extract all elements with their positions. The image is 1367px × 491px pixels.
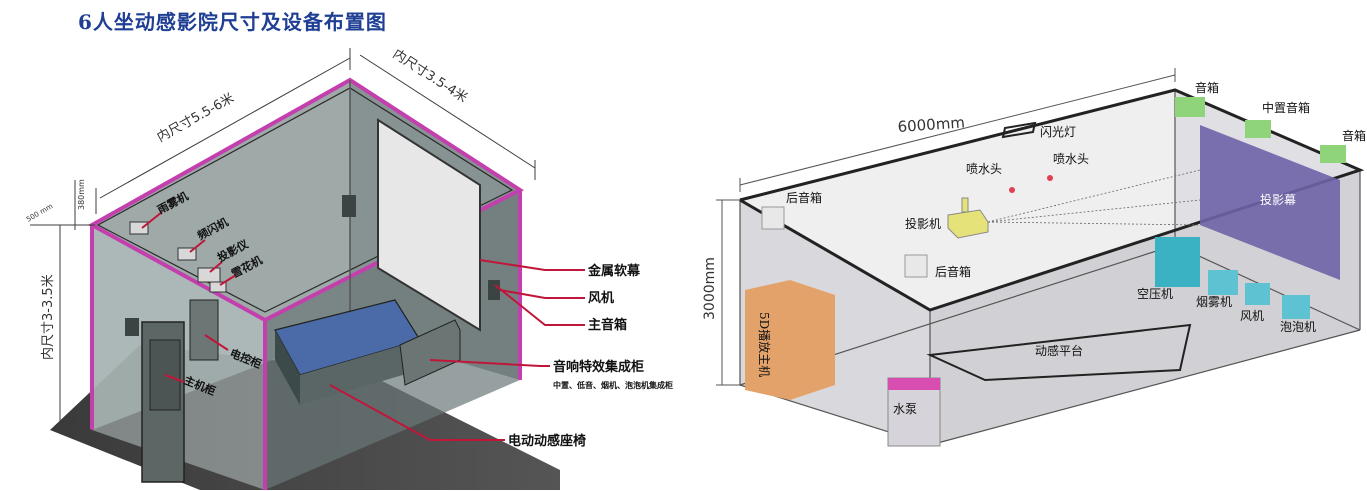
dim-line-length [99, 57, 351, 199]
left-isometric-room [50, 77, 560, 490]
platform-shape [926, 323, 1192, 382]
dim-line-width [359, 54, 536, 169]
right-room-box [739, 88, 1365, 446]
label-center-speaker: 中置音箱 [1262, 100, 1310, 115]
label-pump: 水泵 [893, 402, 917, 416]
right-labels: 音箱 中置音箱 音箱 闪光灯 喷水头 喷水头 后音箱 后音箱 投影机 空压机 烟… [786, 80, 1366, 416]
screen-rect [1200, 125, 1340, 280]
label-bubble-machine: 泡泡机 [1280, 320, 1316, 334]
av-cabinet-shape [399, 319, 461, 386]
left-side-labels: 金属软幕 风机 主音箱 音响特效集成柜 电动动感座椅 [508, 263, 644, 449]
label-projector-right: 投影机 [905, 216, 941, 231]
page-title: 6人坐动感影院尺寸及设备布置图 [78, 10, 387, 34]
label-fog-machine-right: 烟雾机 [1196, 295, 1232, 309]
speaker-right-shape [488, 280, 500, 300]
bubble-machine-shape [1282, 295, 1310, 319]
label-rear-speaker-1: 后音箱 [786, 190, 822, 205]
dim-small-label-2: 500 mm [25, 202, 54, 224]
label-seats: 电动动感座椅 [508, 433, 586, 449]
dim-height-mm-label: 3000mm [702, 257, 718, 320]
label-av-cabinet: 音响特效集成柜 [553, 359, 644, 375]
seats-base-front [300, 340, 420, 405]
snow-machine-shape [209, 281, 227, 293]
speaker-top-shape [1175, 97, 1205, 117]
projector-shape [197, 267, 221, 283]
label-fan: 风机 [588, 290, 614, 306]
screen-shape [377, 118, 481, 332]
rear-speaker-2-shape [904, 254, 928, 278]
right-equipment [745, 97, 1346, 447]
fan-shape-right [1245, 283, 1270, 305]
fog-machine-shape-right [1208, 270, 1238, 295]
label-main-speaker: 主音箱 [588, 317, 627, 333]
dim-length-mm-label: 6000mm [897, 113, 965, 136]
sprinkler-2-shape [1047, 175, 1053, 181]
label-player: 5D播放主机 [757, 312, 772, 377]
dim-width-label: 内尺寸3.5-4米 [390, 46, 471, 106]
label-av-cabinet-sub: 中置、低音、烟机、泡泡机集成柜 [553, 380, 673, 390]
strobe-shape [1001, 121, 1037, 139]
label-compressor: 空压机 [1137, 287, 1173, 301]
label-strobe: 闪光灯 [1040, 125, 1076, 139]
label-speaker-right: 音箱 [1342, 128, 1366, 143]
speaker-back-shape [342, 195, 356, 217]
left-dimensions [30, 48, 536, 431]
label-screen: 金属软幕 [587, 263, 641, 279]
sprinkler-1-shape [1009, 187, 1015, 193]
seats-base [275, 330, 300, 405]
control-cabinet-shape [189, 299, 219, 361]
compressor-shape [1155, 237, 1200, 287]
label-fan-right: 风机 [1240, 309, 1264, 323]
projector-shape-right [947, 209, 989, 239]
speaker-right-shape [1320, 145, 1346, 163]
speaker-left-shape [125, 318, 139, 336]
label-rear-speaker-2: 后音箱 [935, 264, 971, 279]
left-leader-lines [141, 211, 585, 441]
fog-machine-shape [129, 221, 149, 235]
dim-length-label: 内尺寸5.5-6米 [154, 90, 237, 146]
rear-speaker-1-shape [761, 206, 785, 230]
roof-frame-inner [96, 87, 514, 313]
label-screen-right: 投影幕 [1260, 192, 1296, 207]
label-speaker-top: 音箱 [1195, 80, 1219, 95]
player-shape [745, 280, 835, 400]
center-speaker-shape [1245, 120, 1271, 138]
label-sprinkler-1: 喷水头 [966, 162, 1002, 176]
dim-small-label-1: 380mm [77, 179, 86, 210]
label-platform: 动感平台 [1035, 343, 1083, 358]
right-dimensions [716, 68, 1176, 386]
dim-height-label: 内尺寸3-3.5米 [40, 274, 56, 360]
label-sprinkler-2: 喷水头 [1053, 152, 1089, 166]
